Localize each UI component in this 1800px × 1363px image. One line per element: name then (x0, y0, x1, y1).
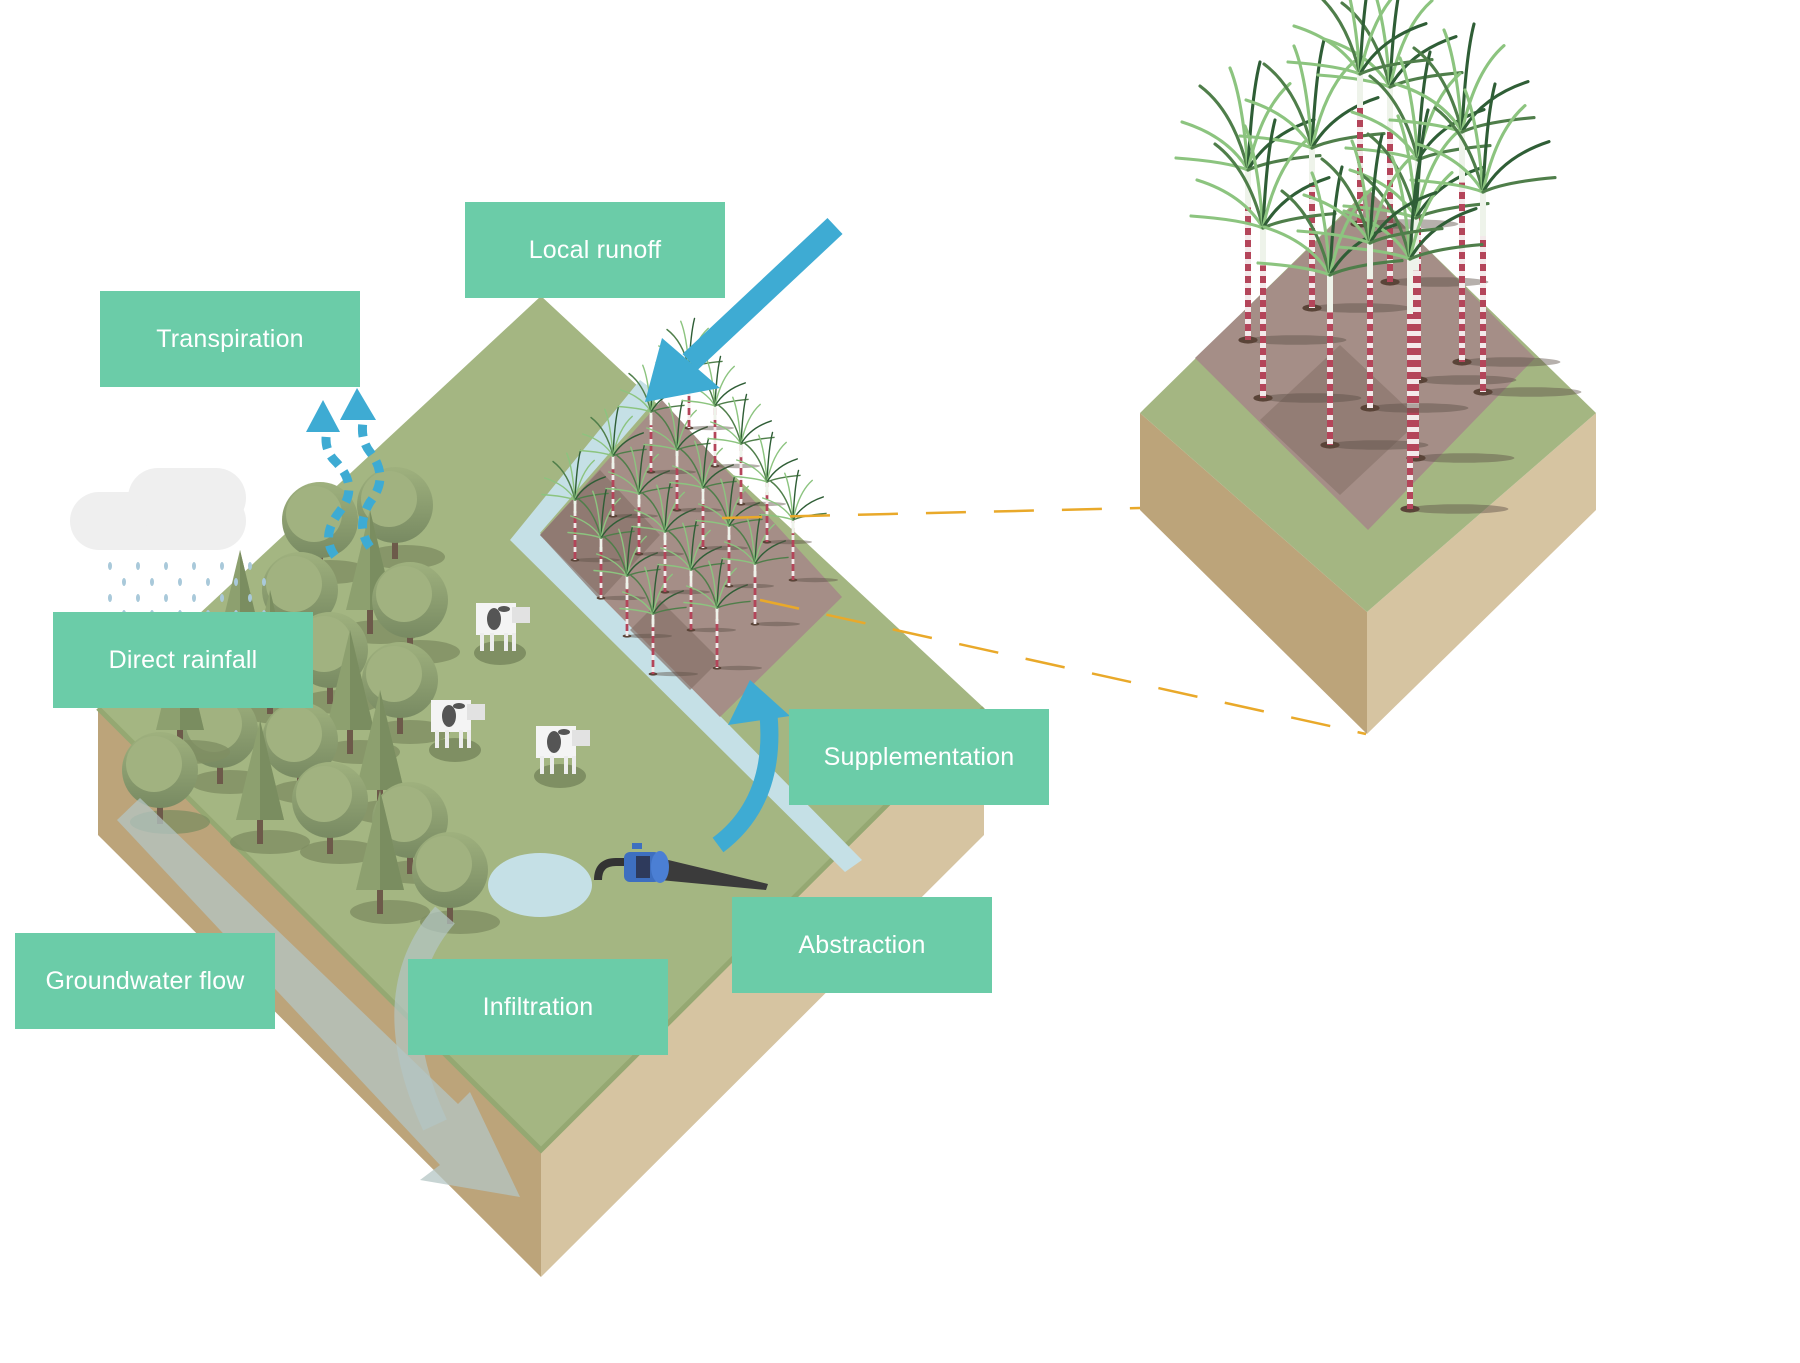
sugarcane-plant-icon (733, 431, 813, 545)
raindrop-icon (150, 578, 154, 586)
transpiration-arrows (306, 388, 385, 559)
sugarcane-plant-icon (593, 525, 673, 639)
raindrop-icon (164, 594, 168, 602)
sugarcane-plant-icon (721, 513, 801, 627)
raindrop-icon (248, 594, 252, 602)
sugarcane-plant-icon (683, 557, 763, 671)
label-abstraction: Abstraction (732, 897, 992, 993)
raindrop-icon (220, 594, 224, 602)
raindrop-icon (122, 578, 126, 586)
sugarcane-plant-icon (579, 405, 659, 519)
label-groundwater-flow: Groundwater flow (15, 933, 275, 1029)
cow-icon (429, 700, 485, 762)
forest (122, 467, 500, 934)
tree-icon (230, 720, 310, 854)
sugarcane-plant-icon (567, 487, 647, 601)
label-transpiration: Transpiration (100, 291, 360, 387)
raindrop-icon (136, 594, 140, 602)
raindrop-icon (234, 578, 238, 586)
sugarcane-plant-icon (1256, 165, 1429, 450)
sugarcane-plant-icon (657, 519, 737, 633)
raindrop-icon (262, 578, 266, 586)
detail-field-dark (1260, 345, 1420, 495)
callout-lines (721, 506, 1367, 736)
raindrop-icon (220, 562, 224, 570)
sugarcane-plant-icon (695, 475, 775, 589)
sugarcane-plant-icon (605, 443, 685, 557)
cow-icon (534, 726, 590, 788)
sugarcane-plant-icon (681, 355, 761, 469)
tree-icon (292, 762, 380, 864)
raindrop-icon (206, 578, 210, 586)
detail-sugarcane-plants (1174, 0, 1582, 514)
label-direct-rainfall: Direct rainfall (53, 612, 313, 708)
sugarcane-plant-icon (1174, 60, 1347, 345)
sugarcane-plant-icon (1336, 149, 1509, 514)
sugarcane-plant-icon (707, 393, 787, 507)
infiltration-arrow (394, 906, 455, 1131)
cow-icon (474, 603, 530, 665)
sugarcane-plant-icon (1296, 133, 1469, 413)
detail-field (1195, 190, 1535, 530)
pond (488, 853, 592, 917)
raindrop-icon (164, 562, 168, 570)
label-local-runoff: Local runoff (465, 202, 725, 298)
sugarcane-plant-icon (643, 399, 723, 513)
sugarcane-plant-icon (619, 563, 699, 677)
tree-icon (350, 790, 430, 924)
supplementation-arrow (712, 680, 790, 853)
arrowhead-icon (306, 400, 340, 432)
local-runoff-arrow (645, 217, 843, 402)
label-supplementation: Supplementation (789, 709, 1049, 805)
raindrop-icon (192, 594, 196, 602)
raindrop-icon (178, 578, 182, 586)
detail-soil-left (1140, 413, 1367, 734)
raindrop-icon (192, 562, 196, 570)
tree-icon (412, 832, 500, 934)
sugarcane-plant-icon (631, 481, 711, 595)
detail-soil-right (1367, 413, 1596, 734)
arrowhead-icon (340, 388, 376, 420)
sugarcane-plant-icon (1189, 118, 1362, 403)
cows (429, 603, 590, 788)
raindrop-icon (108, 594, 112, 602)
water-pump-icon (594, 843, 768, 890)
detail-block (1140, 0, 1596, 734)
sugarcane-plant-icon (1409, 82, 1582, 397)
raindrop-icon (136, 562, 140, 570)
label-infiltration: Infiltration (408, 959, 668, 1055)
raindrop-icon (108, 562, 112, 570)
sugarcane-field (510, 317, 862, 872)
raindrop-icon (248, 562, 252, 570)
